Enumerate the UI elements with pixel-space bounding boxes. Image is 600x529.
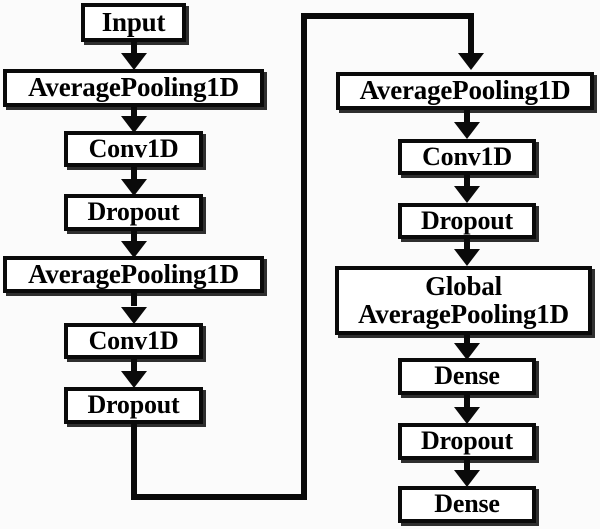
arrowhead-wrap-into-avgpool3 xyxy=(458,53,484,70)
edge-dense1-to-dropout4 xyxy=(464,395,470,408)
edge-dropout4-to-dense2 xyxy=(464,460,470,471)
node-dropout-1[interactable]: Dropout xyxy=(64,194,203,231)
arrowhead-input-to-avgpool1 xyxy=(121,53,147,70)
node-input[interactable]: Input xyxy=(81,3,186,42)
arrowhead-conv1d2-to-dropout2 xyxy=(121,371,147,388)
edge-conv1d3-to-dropout3 xyxy=(464,175,470,187)
arrowhead-dropout1-to-avgpool2 xyxy=(121,241,147,258)
arrowhead-dense1-to-dropout4 xyxy=(454,407,480,424)
node-dense-1[interactable]: Dense xyxy=(398,358,536,395)
edge-avgpool2-to-conv1d2 xyxy=(131,293,137,306)
arrowhead-conv1d1-to-dropout1 xyxy=(121,179,147,196)
wrap-connector-top-segment xyxy=(301,13,474,19)
arrowhead-avgpool3-to-conv1d3 xyxy=(454,122,480,139)
node-averagepooling1d-3[interactable]: AveragePooling1D xyxy=(336,72,594,110)
arrowhead-conv1d3-to-dropout3 xyxy=(454,186,480,203)
edge-dropout3-to-globalavgpool xyxy=(464,239,470,251)
edge-input-to-avgpool1 xyxy=(131,42,137,56)
node-conv1d-1[interactable]: Conv1D xyxy=(64,131,203,167)
node-conv1d-3[interactable]: Conv1D xyxy=(398,139,536,175)
arrowhead-avgpool1-to-conv1d1 xyxy=(121,116,147,133)
node-averagepooling1d-2[interactable]: AveragePooling1D xyxy=(3,256,264,293)
node-dense-2[interactable]: Dense xyxy=(398,486,536,523)
arrowhead-dropout3-to-globalavgpool xyxy=(454,249,480,266)
arrowhead-globalavgpool-to-dense1 xyxy=(454,343,480,360)
wrap-connector-down-segment xyxy=(131,423,137,500)
edge-conv1d2-to-dropout2 xyxy=(131,359,137,371)
wrap-connector-bottom-segment xyxy=(131,494,307,500)
edge-dropout1-to-avgpool2 xyxy=(131,231,137,243)
edge-avgpool3-to-conv1d3 xyxy=(464,110,470,124)
edge-globalavgpool-to-dense1 xyxy=(464,335,470,346)
node-dropout-2[interactable]: Dropout xyxy=(64,387,203,424)
arrowhead-dropout4-to-dense2 xyxy=(454,470,480,487)
node-averagepooling1d-1[interactable]: AveragePooling1D xyxy=(3,69,264,107)
edge-conv1d1-to-dropout1 xyxy=(131,167,137,179)
edge-avgpool1-to-conv1d1 xyxy=(131,107,137,119)
wrap-connector-up-segment xyxy=(301,13,307,500)
node-dropout-3[interactable]: Dropout xyxy=(398,203,536,239)
node-global-averagepooling1d[interactable]: Global AveragePooling1D xyxy=(335,266,592,335)
arrowhead-avgpool2-to-conv1d2 xyxy=(121,307,147,324)
node-conv1d-2[interactable]: Conv1D xyxy=(64,323,203,359)
node-dropout-4[interactable]: Dropout xyxy=(398,423,536,460)
wrap-connector-entry-segment xyxy=(468,13,474,56)
